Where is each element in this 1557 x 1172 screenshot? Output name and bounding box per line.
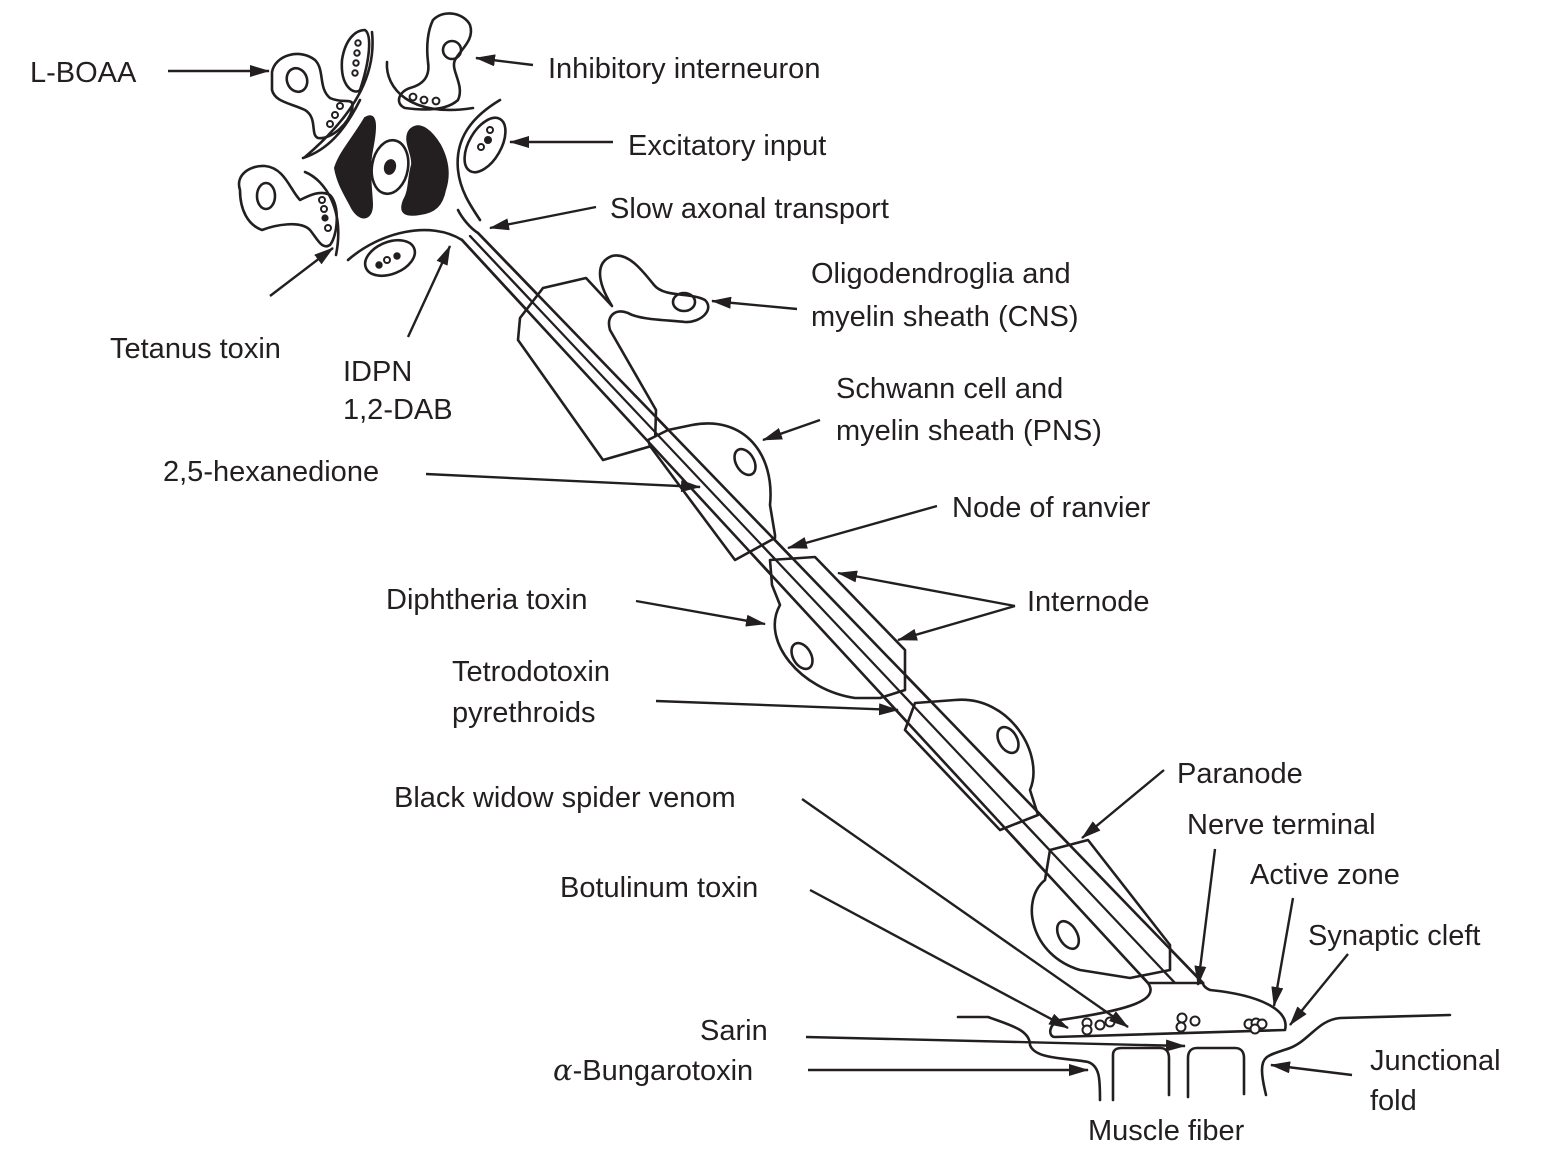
label-tetanus-toxin: Tetanus toxin — [110, 333, 281, 365]
label-sarin: Sarin — [700, 1015, 768, 1047]
annotation-arrows — [168, 54, 1353, 1077]
junctional-fold-2 — [1186, 1046, 1246, 1099]
label-node-of-ranvier: Node of ranvier — [952, 492, 1151, 524]
muscle-membrane-left — [956, 1015, 1102, 1102]
label-black-widow: Black widow spider venom — [394, 782, 736, 814]
soma-outline-lower — [346, 228, 464, 262]
junctional-fold-1 — [1111, 1046, 1171, 1102]
inhibitory-interneuron-terminal — [397, 12, 473, 111]
l-boaa-terminal-nucleus — [285, 66, 309, 94]
label-botulinum-toxin: Botulinum toxin — [560, 872, 758, 904]
arrow-node-of-ranvier — [787, 504, 938, 550]
nissl-body-right — [401, 125, 449, 216]
label-schwann-line1: Schwann cell and — [836, 373, 1063, 405]
myelin-sheath — [460, 231, 1205, 985]
arrow-active-zone — [1271, 897, 1295, 1007]
label-diphtheria-toxin: Diphtheria toxin — [386, 584, 588, 616]
soma-outline-lower-left — [303, 170, 340, 257]
soma-outline-top — [385, 60, 475, 112]
label-l-boaa: L-BOAA — [30, 57, 137, 89]
nucleolus — [383, 159, 397, 175]
label-excitatory-input: Excitatory input — [628, 130, 826, 162]
alpha-symbol: α — [553, 1053, 573, 1087]
label-active-zone: Active zone — [1250, 859, 1400, 891]
label-muscle-fiber: Muscle fiber — [1088, 1115, 1245, 1147]
label-schwann-line2: myelin sheath (PNS) — [836, 415, 1102, 447]
soma-outline-left — [301, 98, 362, 160]
label-pyrethroids: pyrethroids — [452, 697, 595, 729]
l-boaa-terminal — [270, 52, 354, 140]
arrow-diphtheria-toxin — [635, 599, 766, 627]
nissl-body-left — [333, 115, 376, 219]
label-idpn: IDPN — [343, 356, 412, 388]
label-junctional-line1: Junctional — [1370, 1045, 1501, 1077]
arrow-botulinum-toxin — [809, 888, 1069, 1030]
label-slow-axonal-transport: Slow axonal transport — [610, 193, 889, 225]
schwann-segment-4 — [1030, 838, 1172, 980]
synaptic-vesicles — [1081, 1012, 1268, 1036]
muscle-membrane-right — [1260, 1013, 1452, 1097]
arrow-hexanedione — [425, 472, 701, 493]
soma-outline-upper-right — [456, 98, 502, 222]
cns-myelin-segment — [516, 254, 710, 462]
arrow-idpn — [406, 245, 452, 338]
inhibitory-interneuron-nucleus — [441, 39, 463, 61]
l-boaa-secondary-bouton — [340, 28, 371, 93]
cell-body — [237, 12, 507, 278]
arrow-nerve-terminal — [1194, 848, 1217, 986]
arrow-tetrodotoxin — [655, 699, 899, 716]
label-hexanedione: 2,5-hexanedione — [163, 456, 379, 488]
arrow-junctional-fold — [1270, 1061, 1353, 1077]
arrow-schwann-cell — [762, 418, 821, 442]
arrow-oligodendroglia — [711, 296, 798, 311]
labels: L-BOAA Inhibitory interneuron Excitatory… — [30, 53, 1501, 1147]
lower-synaptic-bouton — [363, 238, 417, 278]
arrow-black-widow — [801, 798, 1129, 1028]
label-dab: 1,2-DAB — [343, 394, 453, 426]
label-synaptic-cleft: Synaptic cleft — [1308, 920, 1480, 952]
arrow-tetanus-toxin — [269, 247, 334, 297]
label-tetrodotoxin: Tetrodotoxin — [452, 656, 610, 688]
nucleus — [370, 138, 410, 196]
arrow-slow-axonal-transport — [489, 205, 597, 231]
arrow-paranode — [1081, 769, 1165, 839]
label-internode: Internode — [1027, 586, 1150, 618]
label-bungarotoxin: α-Bungarotoxin — [553, 1053, 753, 1087]
excitatory-input-terminal — [463, 116, 507, 174]
label-oligodendroglia-line2: myelin sheath (CNS) — [811, 301, 1079, 333]
label-junctional-line2: fold — [1370, 1085, 1417, 1117]
label-paranode: Paranode — [1177, 758, 1303, 790]
label-nerve-terminal: Nerve terminal — [1187, 809, 1376, 841]
arrow-inhibitory-interneuron — [475, 54, 534, 67]
label-inhibitory-interneuron: Inhibitory interneuron — [548, 53, 820, 85]
arrow-sarin — [805, 1035, 1186, 1052]
bungarotoxin-text: -Bungarotoxin — [573, 1055, 754, 1087]
oligodendrocyte-nucleus — [671, 291, 697, 313]
arrow-internode-lower — [897, 604, 1016, 642]
arrow-internode-upper — [837, 570, 1016, 608]
label-oligodendroglia-line1: Oligodendroglia and — [811, 258, 1071, 290]
tetanus-terminal — [237, 164, 339, 248]
arrow-synaptic-cleft — [1289, 953, 1349, 1026]
